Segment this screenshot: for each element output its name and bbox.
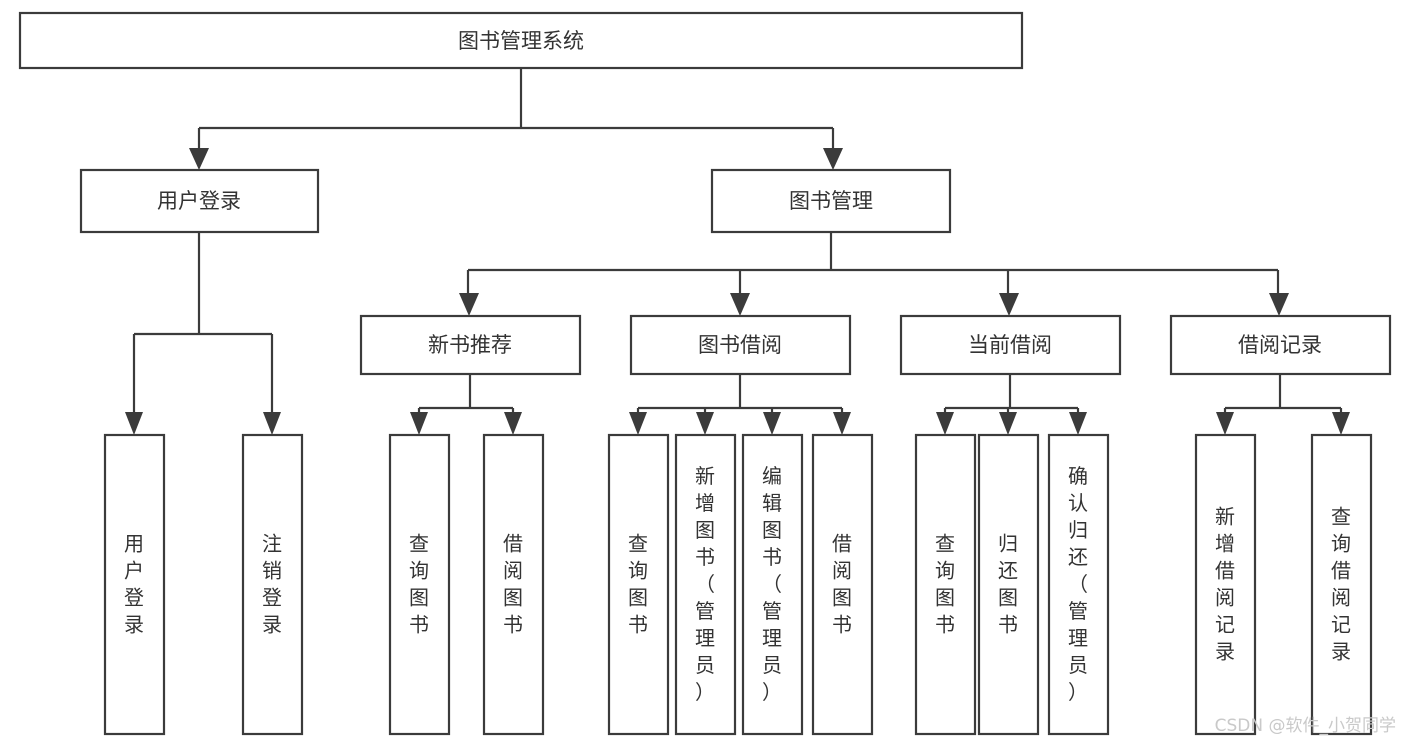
- node-book-borrow-box[interactable]: [629, 314, 852, 376]
- node-leaf-edit-book[interactable]: 编辑图书（管理员）: [741, 433, 804, 736]
- arrowhead-leaf-borrow-book-2: [833, 412, 851, 435]
- arrowhead-layer: [125, 148, 1350, 435]
- leaf-nodes-layer: 用户登录 注销登录 查询图书 借阅图书 查询图书 新增图书（管理员）: [103, 433, 1373, 736]
- node-leaf-edit-book-box[interactable]: [741, 433, 804, 736]
- node-new-book-recommend-box[interactable]: [359, 314, 582, 376]
- node-leaf-query-book-2-label: 查询图书: [628, 531, 648, 636]
- node-leaf-edit-book-label: 编辑图书（管理员）: [762, 464, 782, 704]
- node-user-login-box[interactable]: [79, 168, 320, 234]
- arrowhead-leaf-query-book-1: [410, 412, 428, 435]
- node-leaf-borrow-book-1-label: 借阅图书: [503, 531, 523, 636]
- node-leaf-query-book-2-box[interactable]: [607, 433, 670, 736]
- node-leaf-logout[interactable]: 注销登录: [241, 433, 304, 736]
- node-leaf-add-record-box[interactable]: [1194, 433, 1257, 736]
- node-leaf-query-book-1-label: 查询图书: [409, 531, 429, 636]
- node-leaf-confirm-return-label: 确认归还（管理员）: [1068, 464, 1088, 704]
- arrowhead-leaf-logout: [263, 412, 281, 435]
- node-borrow-record-box[interactable]: [1169, 314, 1392, 376]
- node-leaf-add-book-box[interactable]: [674, 433, 737, 736]
- arrowhead-leaf-query-book-2: [629, 412, 647, 435]
- arrowhead-new-book-recommend: [459, 293, 479, 316]
- arrowhead-leaf-add-book: [696, 412, 714, 435]
- arrowhead-borrow-record: [1269, 293, 1289, 316]
- node-leaf-user-login[interactable]: 用户登录: [103, 433, 166, 736]
- node-leaf-add-book[interactable]: 新增图书（管理员）: [674, 433, 737, 736]
- arrowhead-leaf-query-book-3: [936, 412, 954, 435]
- arrowhead-leaf-return-book: [999, 412, 1017, 435]
- arrowhead-leaf-query-record: [1332, 412, 1350, 435]
- arrowhead-book-manage: [823, 148, 843, 170]
- node-leaf-logout-label: 注销登录: [262, 531, 282, 636]
- node-leaf-logout-box[interactable]: [241, 433, 304, 736]
- connector-layer: [132, 68, 1343, 412]
- node-leaf-query-book-3-box[interactable]: [914, 433, 977, 736]
- node-leaf-add-record[interactable]: 新增借阅记录: [1194, 433, 1257, 736]
- node-leaf-return-book-box[interactable]: [977, 433, 1040, 736]
- arrowhead-leaf-user-login: [125, 412, 143, 435]
- node-root[interactable]: 图书管理系统: [18, 11, 1024, 70]
- node-leaf-query-record[interactable]: 查询借阅记录: [1310, 433, 1373, 736]
- arrowhead-leaf-add-record: [1216, 412, 1234, 435]
- node-leaf-borrow-book-1[interactable]: 借阅图书: [482, 433, 545, 736]
- arrowhead-user-login: [189, 148, 209, 170]
- node-root-label: 图书管理系统: [458, 29, 584, 53]
- node-leaf-query-book-1-box[interactable]: [388, 433, 451, 736]
- node-book-manage[interactable]: 图书管理: [710, 168, 952, 234]
- arrowhead-leaf-edit-book: [763, 412, 781, 435]
- node-root-box[interactable]: [18, 11, 1024, 70]
- node-current-borrow-label: 当前借阅: [968, 333, 1052, 357]
- csdn-watermark: CSDN @软件_小贺同学: [1215, 716, 1396, 736]
- node-leaf-query-book-1[interactable]: 查询图书: [388, 433, 451, 736]
- arrowhead-leaf-confirm-return: [1069, 412, 1087, 435]
- arrowhead-leaf-borrow-book-1: [504, 412, 522, 435]
- node-current-borrow-box[interactable]: [899, 314, 1122, 376]
- node-leaf-borrow-book-2-box[interactable]: [811, 433, 874, 736]
- node-leaf-query-book-2[interactable]: 查询图书: [607, 433, 670, 736]
- node-leaf-return-book[interactable]: 归还图书: [977, 433, 1040, 736]
- arrowhead-book-borrow: [730, 293, 750, 316]
- node-leaf-confirm-return-box[interactable]: [1047, 433, 1110, 736]
- node-new-book-recommend-label: 新书推荐: [428, 333, 512, 357]
- node-current-borrow[interactable]: 当前借阅: [899, 314, 1122, 376]
- node-leaf-borrow-book-1-box[interactable]: [482, 433, 545, 736]
- node-borrow-record-label: 借阅记录: [1238, 333, 1322, 357]
- node-leaf-query-book-3[interactable]: 查询图书: [914, 433, 977, 736]
- arrowhead-current-borrow: [999, 293, 1019, 316]
- node-leaf-user-login-label: 用户登录: [124, 531, 144, 636]
- node-user-login[interactable]: 用户登录: [79, 168, 320, 234]
- node-user-login-label: 用户登录: [157, 189, 241, 213]
- node-leaf-user-login-box[interactable]: [103, 433, 166, 736]
- node-book-borrow[interactable]: 图书借阅: [629, 314, 852, 376]
- node-leaf-confirm-return[interactable]: 确认归还（管理员）: [1047, 433, 1110, 736]
- node-leaf-query-book-3-label: 查询图书: [935, 531, 955, 636]
- node-book-manage-label: 图书管理: [789, 189, 873, 213]
- node-leaf-query-record-box[interactable]: [1310, 433, 1373, 736]
- node-leaf-add-book-label: 新增图书（管理员）: [695, 464, 715, 704]
- node-new-book-recommend[interactable]: 新书推荐: [359, 314, 582, 376]
- node-book-borrow-label: 图书借阅: [698, 333, 782, 357]
- node-book-manage-box[interactable]: [710, 168, 952, 234]
- node-leaf-add-record-label: 新增借阅记录: [1215, 504, 1235, 663]
- node-leaf-query-record-label: 查询借阅记录: [1331, 504, 1351, 663]
- node-leaf-return-book-label: 归还图书: [998, 531, 1018, 636]
- node-leaf-borrow-book-2[interactable]: 借阅图书: [811, 433, 874, 736]
- node-borrow-record[interactable]: 借阅记录: [1169, 314, 1392, 376]
- node-leaf-borrow-book-2-label: 借阅图书: [832, 531, 852, 636]
